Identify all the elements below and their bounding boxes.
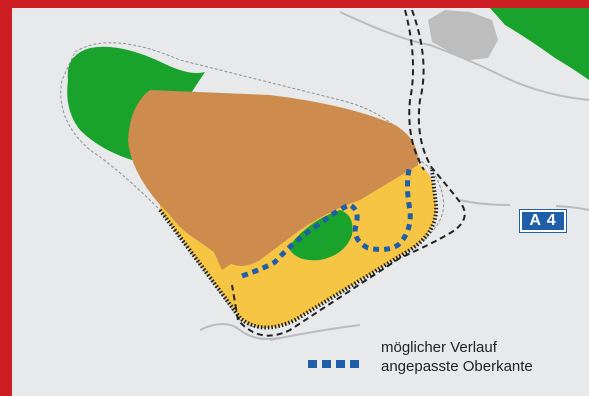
road-south-east <box>269 324 361 341</box>
legend-line-1: möglicher Verlauf <box>381 339 497 356</box>
map-area: A 4 möglicher Verlauf angepasste Oberkan… <box>12 8 589 396</box>
road-a4-west <box>459 199 511 206</box>
forest-northeast <box>490 8 589 80</box>
forest-west <box>67 46 205 160</box>
motorway-badge: A 4 <box>519 209 567 233</box>
road-a4-east <box>555 205 589 211</box>
railway-line-inner <box>404 9 425 171</box>
outer-boundary <box>60 42 445 328</box>
settlement-north <box>428 10 498 60</box>
road-south <box>199 323 281 340</box>
legend: möglicher Verlauf angepasste Oberkante <box>308 338 589 394</box>
legend-line-2: angepasste Oberkante <box>381 358 533 375</box>
quarry-edge-hatching <box>158 169 439 330</box>
roads <box>199 11 589 341</box>
road-north <box>339 11 589 101</box>
forest-inner <box>290 210 353 261</box>
quarry-area <box>128 90 419 266</box>
railway-line-outer <box>237 9 466 337</box>
quarry-patch <box>205 230 234 270</box>
blue-dotted-line-icon <box>308 360 368 368</box>
map-canvas <box>60 8 589 341</box>
legend-label: möglicher Verlauf angepasste Oberkante <box>381 338 533 376</box>
